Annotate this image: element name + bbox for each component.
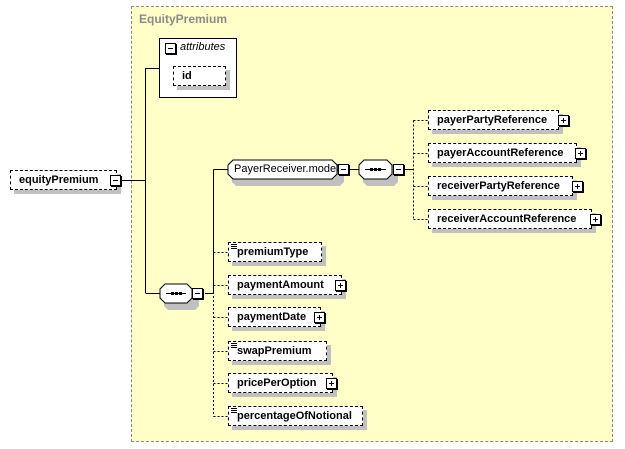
expand-plus-icon[interactable] [575, 148, 586, 159]
model-group-shape [227, 159, 344, 186]
collapse-minus-icon[interactable] [338, 164, 349, 175]
attributes-title: attributes [180, 41, 226, 53]
simple-content-icon [231, 244, 237, 250]
simple-content-icon [231, 343, 237, 349]
collapse-minus-icon[interactable] [393, 164, 404, 175]
collapse-minus-icon[interactable] [165, 43, 176, 54]
root-element-equity-premium[interactable]: equityPremium [10, 170, 117, 190]
element-label: payerPartyReference [437, 114, 548, 126]
root-element-label: equityPremium [19, 174, 99, 186]
element-label: premiumType [237, 246, 309, 258]
element-label: swapPremium [237, 345, 312, 357]
element-payer-account-reference[interactable]: payerAccountReference [428, 143, 577, 163]
expand-plus-icon[interactable] [335, 280, 346, 291]
element-price-per-option[interactable]: pricePerOption [228, 373, 333, 393]
element-label: percentageOfNotional [237, 410, 352, 422]
expand-plus-icon[interactable] [558, 115, 569, 126]
sequence-compositor [159, 283, 199, 310]
element-receiver-party-reference[interactable]: receiverPartyReference [428, 176, 573, 196]
simple-content-icon [231, 408, 237, 414]
element-payment-amount[interactable]: paymentAmount [228, 275, 342, 295]
expand-plus-icon[interactable] [572, 181, 583, 192]
element-label: receiverPartyReference [437, 180, 560, 192]
group-title: EquityPremium [139, 12, 228, 26]
attributes-box: attributes id [159, 38, 237, 98]
element-label: payerAccountReference [437, 147, 564, 159]
element-label: pricePerOption [237, 377, 317, 389]
expand-plus-icon[interactable] [314, 312, 325, 323]
sequence-compositor [358, 159, 398, 186]
element-payer-party-reference[interactable]: payerPartyReference [428, 110, 559, 130]
element-swap-premium[interactable]: swapPremium [228, 341, 327, 361]
element-percentage-of-notional[interactable]: percentageOfNotional [228, 406, 363, 426]
element-premium-type[interactable]: premiumType [228, 242, 322, 262]
collapse-minus-icon[interactable] [192, 288, 203, 299]
expand-plus-icon[interactable] [590, 214, 601, 225]
element-label: paymentAmount [237, 279, 324, 291]
model-group-payer-receiver[interactable]: PayerReceiver.model [234, 163, 339, 175]
attribute-id[interactable]: id [173, 66, 226, 86]
expand-plus-icon[interactable] [326, 378, 337, 389]
element-receiver-account-reference[interactable]: receiverAccountReference [428, 209, 592, 229]
collapse-minus-icon[interactable] [110, 175, 121, 186]
element-payment-date[interactable]: paymentDate [228, 307, 321, 327]
element-label: paymentDate [237, 311, 307, 323]
element-label: receiverAccountReference [437, 213, 577, 225]
